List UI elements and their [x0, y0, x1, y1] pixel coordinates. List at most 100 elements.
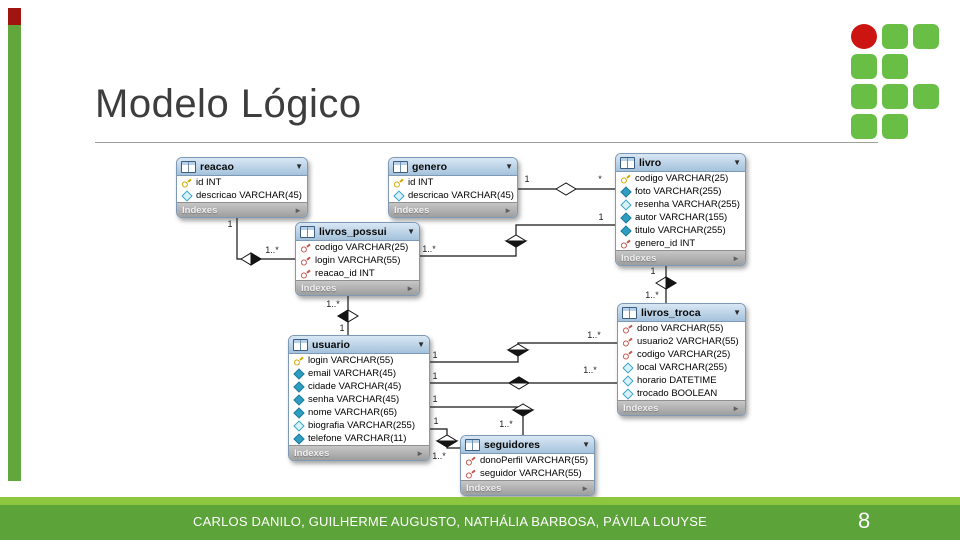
table-name: livro	[639, 156, 662, 169]
table-indexes-row: Indexes ►	[389, 202, 517, 217]
collapse-caret-icon: ▼	[505, 162, 513, 171]
table-indexes-row: Indexes►	[618, 400, 745, 415]
cardinality-label: 1..*	[326, 299, 340, 309]
cardinality-label: 1	[433, 416, 439, 426]
relationship-line	[428, 342, 617, 363]
relationship-diamond	[507, 343, 529, 357]
indexes-label: Indexes	[394, 204, 430, 216]
accent-bar-green	[8, 25, 21, 481]
table-indexes-row: Indexes►	[289, 445, 429, 460]
field-text: horario DATETIME	[637, 375, 717, 386]
column-diamond-icon	[620, 225, 631, 236]
column-diamond-icon	[293, 433, 304, 444]
relationship-diamond-fill	[511, 409, 535, 417]
relationship-line	[418, 224, 615, 257]
logo-square-green	[851, 84, 877, 109]
collapse-caret-icon: ▼	[407, 227, 415, 236]
expand-arrow-icon: ►	[732, 253, 740, 263]
relationship-line	[428, 428, 460, 449]
logo-square-green	[882, 54, 908, 79]
foreign-key-icon	[618, 237, 633, 250]
expand-arrow-icon: ►	[416, 448, 424, 458]
column-diamond-icon	[622, 388, 633, 399]
relationship-diamond	[512, 403, 534, 417]
foreign-key-icon	[620, 348, 635, 361]
primary-key-icon	[179, 176, 194, 189]
cardinality-label: 1..*	[432, 451, 446, 461]
foreign-key-icon	[298, 254, 313, 267]
field-text: usuario2 VARCHAR(55)	[637, 336, 739, 347]
table-grid-icon	[293, 338, 308, 351]
footer-band	[0, 505, 960, 540]
column-diamond-icon	[181, 190, 192, 201]
relationship-diamond-fill	[337, 309, 349, 323]
relationship-diamond-fill	[250, 252, 262, 266]
table-field-row: local VARCHAR(255)	[618, 361, 745, 374]
table-header: seguidores▼	[461, 436, 594, 454]
primary-key-icon	[618, 172, 633, 185]
cardinality-label: 1	[524, 174, 530, 184]
table-field-row: codigo VARCHAR(25)	[618, 348, 745, 361]
cardinality-label: 1..*	[499, 419, 513, 429]
table-field-row: dono VARCHAR(55)	[618, 322, 745, 335]
title-divider	[95, 142, 878, 143]
table-field-row: seguidor VARCHAR(55)	[461, 467, 594, 480]
table-field-row: donoPerfil VARCHAR(55)	[461, 454, 594, 467]
table-header: usuario▼	[289, 336, 429, 354]
field-text: foto VARCHAR(255)	[635, 186, 722, 197]
table-field-row: nome VARCHAR(65)	[289, 406, 429, 419]
logo-square-green	[913, 84, 939, 109]
column-diamond-icon	[620, 199, 631, 210]
expand-arrow-icon: ►	[504, 205, 512, 215]
er-table-livro: livro▼codigo VARCHAR(25)foto VARCHAR(255…	[615, 153, 746, 266]
table-indexes-row: Indexes►	[177, 202, 307, 217]
field-text: donoPerfil VARCHAR(55)	[480, 455, 589, 466]
table-header: reacao▼	[177, 158, 307, 176]
column-diamond-icon	[293, 407, 304, 418]
field-text: descricao VARCHAR(45)	[196, 190, 302, 201]
logo-square-green	[882, 24, 908, 49]
table-field-row: senha VARCHAR(45)	[289, 393, 429, 406]
field-text: id INT	[196, 177, 222, 188]
cardinality-label: 1..*	[583, 365, 597, 375]
field-text: email VARCHAR(45)	[308, 368, 396, 379]
page-title: Modelo Lógico	[95, 82, 362, 126]
expand-arrow-icon: ►	[406, 283, 414, 293]
column-diamond-icon	[293, 420, 304, 431]
field-text: titulo VARCHAR(255)	[635, 225, 726, 236]
cardinality-label: 1	[339, 323, 345, 333]
indexes-label: Indexes	[623, 402, 659, 414]
primary-key-icon	[291, 354, 306, 367]
relationship-diamond	[508, 376, 530, 390]
er-table-reacao: reacao▼id INT descricao VARCHAR(45)Indexe…	[176, 157, 308, 218]
relationship-diamond-fill	[506, 349, 530, 357]
relationship-diamond-fill	[507, 376, 531, 384]
column-diamond-icon	[293, 368, 304, 379]
table-field-row: telefone VARCHAR(11)	[289, 432, 429, 445]
relationship-diamond	[555, 182, 577, 196]
table-grid-icon	[622, 306, 637, 319]
table-grid-icon	[620, 156, 635, 169]
relationship-diamond	[505, 234, 527, 248]
field-text: telefone VARCHAR(11)	[308, 433, 407, 444]
table-grid-icon	[393, 160, 408, 173]
foreign-key-icon	[620, 322, 635, 335]
table-name: reacao	[200, 160, 234, 173]
table-header: livro▼	[616, 154, 745, 172]
field-text: codigo VARCHAR(25)	[315, 242, 409, 253]
er-table-livros_possui: livros_possui ▼ codigo VARCHAR(25)login VA…	[295, 222, 420, 296]
column-diamond-icon	[622, 375, 633, 386]
table-field-row: login VARCHAR(55)	[296, 254, 419, 267]
table-grid-icon	[181, 160, 196, 173]
field-text: codigo VARCHAR(25)	[637, 349, 731, 360]
table-field-row: email VARCHAR(45)	[289, 367, 429, 380]
column-diamond-icon	[393, 190, 404, 201]
logo-square-green	[851, 114, 877, 139]
table-name: livros_possui	[319, 225, 387, 238]
field-text: autor VARCHAR(155)	[635, 212, 728, 223]
table-field-row: trocado BOOLEAN	[618, 387, 745, 400]
indexes-label: Indexes	[301, 282, 337, 294]
collapse-caret-icon: ▼	[582, 440, 590, 449]
